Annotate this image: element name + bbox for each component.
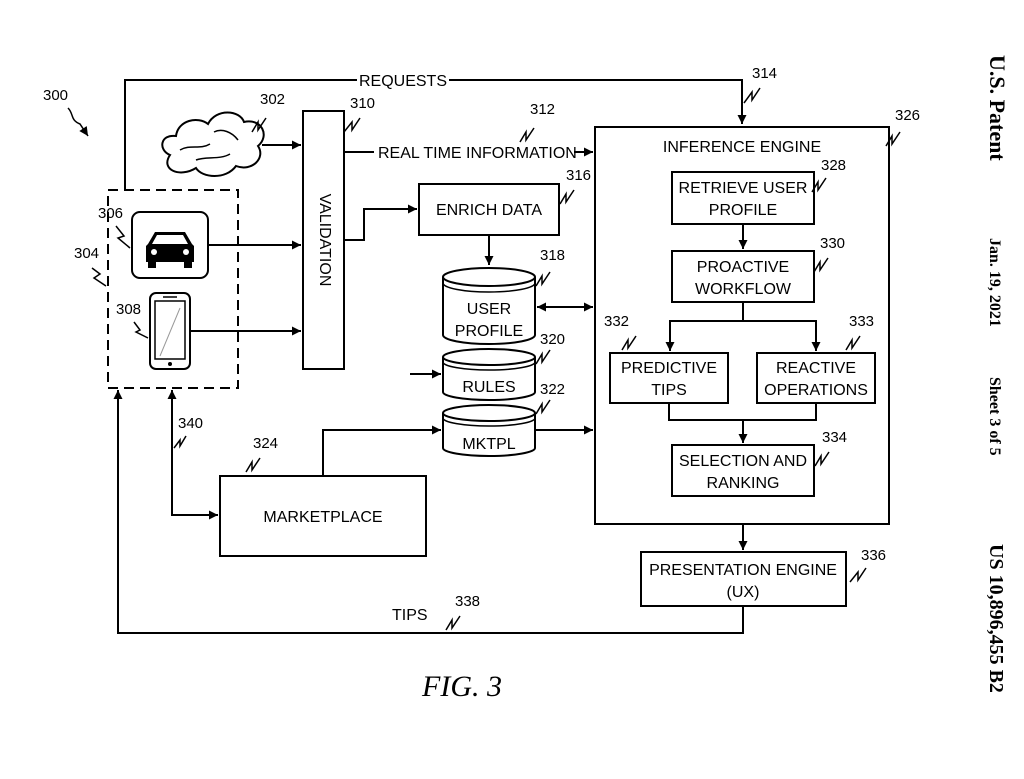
predictive-tips-box <box>609 352 729 404</box>
marketplace-block: MARKETPLACE 324 <box>219 425 441 557</box>
ref-302: 302 <box>260 91 285 108</box>
patent-header: U.S. Patent Jan. 19, 2021 Sheet 3 of 5 U… <box>985 55 1010 693</box>
ref-306: 306 <box>98 205 123 222</box>
inference-engine-label: INFERENCE ENGINE <box>663 139 821 156</box>
marketplace-link: 340 <box>167 390 218 520</box>
patent-number: US 10,896,455 B2 <box>985 544 1007 693</box>
rules-db: RULES 320 <box>410 331 565 401</box>
validation-label: VALIDATION <box>316 194 333 287</box>
retrieve-label-1: RETRIEVE USER <box>679 180 808 197</box>
reactive-label-2: OPERATIONS <box>764 382 868 399</box>
devices-dashed-box <box>107 189 239 389</box>
enrich-block: ENRICH DATA 316 <box>418 167 591 265</box>
proactive-label-1: PROACTIVE <box>697 259 789 276</box>
cloud: 302 <box>161 91 301 177</box>
ref-318: 318 <box>540 247 565 264</box>
mktpl-label: MKTPL <box>462 436 515 453</box>
predictive-label-2: TIPS <box>651 382 687 399</box>
selection-label-2: RANKING <box>707 475 780 492</box>
user-profile-label-2: PROFILE <box>455 323 523 340</box>
ref-312: 312 <box>530 101 555 118</box>
validation-block: VALIDATION 310 <box>302 95 593 370</box>
proactive-label-2: WORKFLOW <box>695 281 792 298</box>
ref-300: 300 <box>43 87 68 104</box>
ref-334: 334 <box>822 429 847 446</box>
system-ref: 300 <box>43 87 89 137</box>
reactive-operations-box <box>756 352 876 404</box>
presentation-block: PRESENTATION ENGINE (UX) 336 <box>640 524 886 607</box>
car-device: 306 <box>98 205 301 279</box>
ref-310: 310 <box>350 95 375 112</box>
ref-308: 308 <box>116 301 141 318</box>
ref-328: 328 <box>821 157 846 174</box>
patent-title: U.S. Patent <box>985 55 1010 161</box>
predictive-label-1: PREDICTIVE <box>621 360 717 377</box>
retrieve-label-2: PROFILE <box>709 202 777 219</box>
phone-icon <box>149 292 191 370</box>
realtime-label: REAL TIME INFORMATION <box>378 145 577 162</box>
rules-label: RULES <box>462 379 515 396</box>
ref-338: 338 <box>455 593 480 610</box>
ref-340: 340 <box>178 415 203 432</box>
ref-333: 333 <box>849 313 874 330</box>
ref-316: 316 <box>566 167 591 184</box>
ref-324: 324 <box>253 435 278 452</box>
user-profile-db: USER PROFILE 318 <box>442 247 593 345</box>
ref-320: 320 <box>540 331 565 348</box>
car-icon <box>146 232 194 268</box>
ref-332: 332 <box>604 313 629 330</box>
devices-group: 304 <box>74 189 239 389</box>
presentation-label-1: PRESENTATION ENGINE <box>649 562 837 579</box>
presentation-label-2: (UX) <box>727 584 760 601</box>
marketplace-label: MARKETPLACE <box>263 509 382 526</box>
reactive-label-1: REACTIVE <box>776 360 856 377</box>
tips-connector: TIPS 338 <box>113 390 744 634</box>
flow-diagram: REQUESTS 314 300 302 304 <box>43 55 1010 703</box>
user-profile-label-1: USER <box>467 301 511 318</box>
selection-ranking-box <box>671 444 815 497</box>
ref-314: 314 <box>752 65 777 82</box>
ref-322: 322 <box>540 381 565 398</box>
mktpl-db: MKTPL 322 <box>442 381 593 457</box>
patent-date: Jan. 19, 2021 <box>986 238 1003 327</box>
tips-label: TIPS <box>392 607 428 624</box>
ref-330: 330 <box>820 235 845 252</box>
patent-sheet: Sheet 3 of 5 <box>986 377 1003 456</box>
ref-326: 326 <box>895 107 920 124</box>
enrich-data-label: ENRICH DATA <box>436 202 542 219</box>
selection-label-1: SELECTION AND <box>679 453 807 470</box>
requests-connector: REQUESTS 314 <box>124 65 777 190</box>
validation-box <box>302 110 345 370</box>
phone-device: 308 <box>116 292 301 370</box>
ref-304: 304 <box>74 245 99 262</box>
requests-label: REQUESTS <box>359 73 447 90</box>
figure-label: FIG. 3 <box>421 670 502 703</box>
ref-336: 336 <box>861 547 886 564</box>
cloud-icon <box>161 111 265 177</box>
inference-engine: INFERENCE ENGINE 326 RETRIEVE USER PROFI… <box>594 107 920 525</box>
realtime-connector: REAL TIME INFORMATION 312 <box>374 101 577 162</box>
